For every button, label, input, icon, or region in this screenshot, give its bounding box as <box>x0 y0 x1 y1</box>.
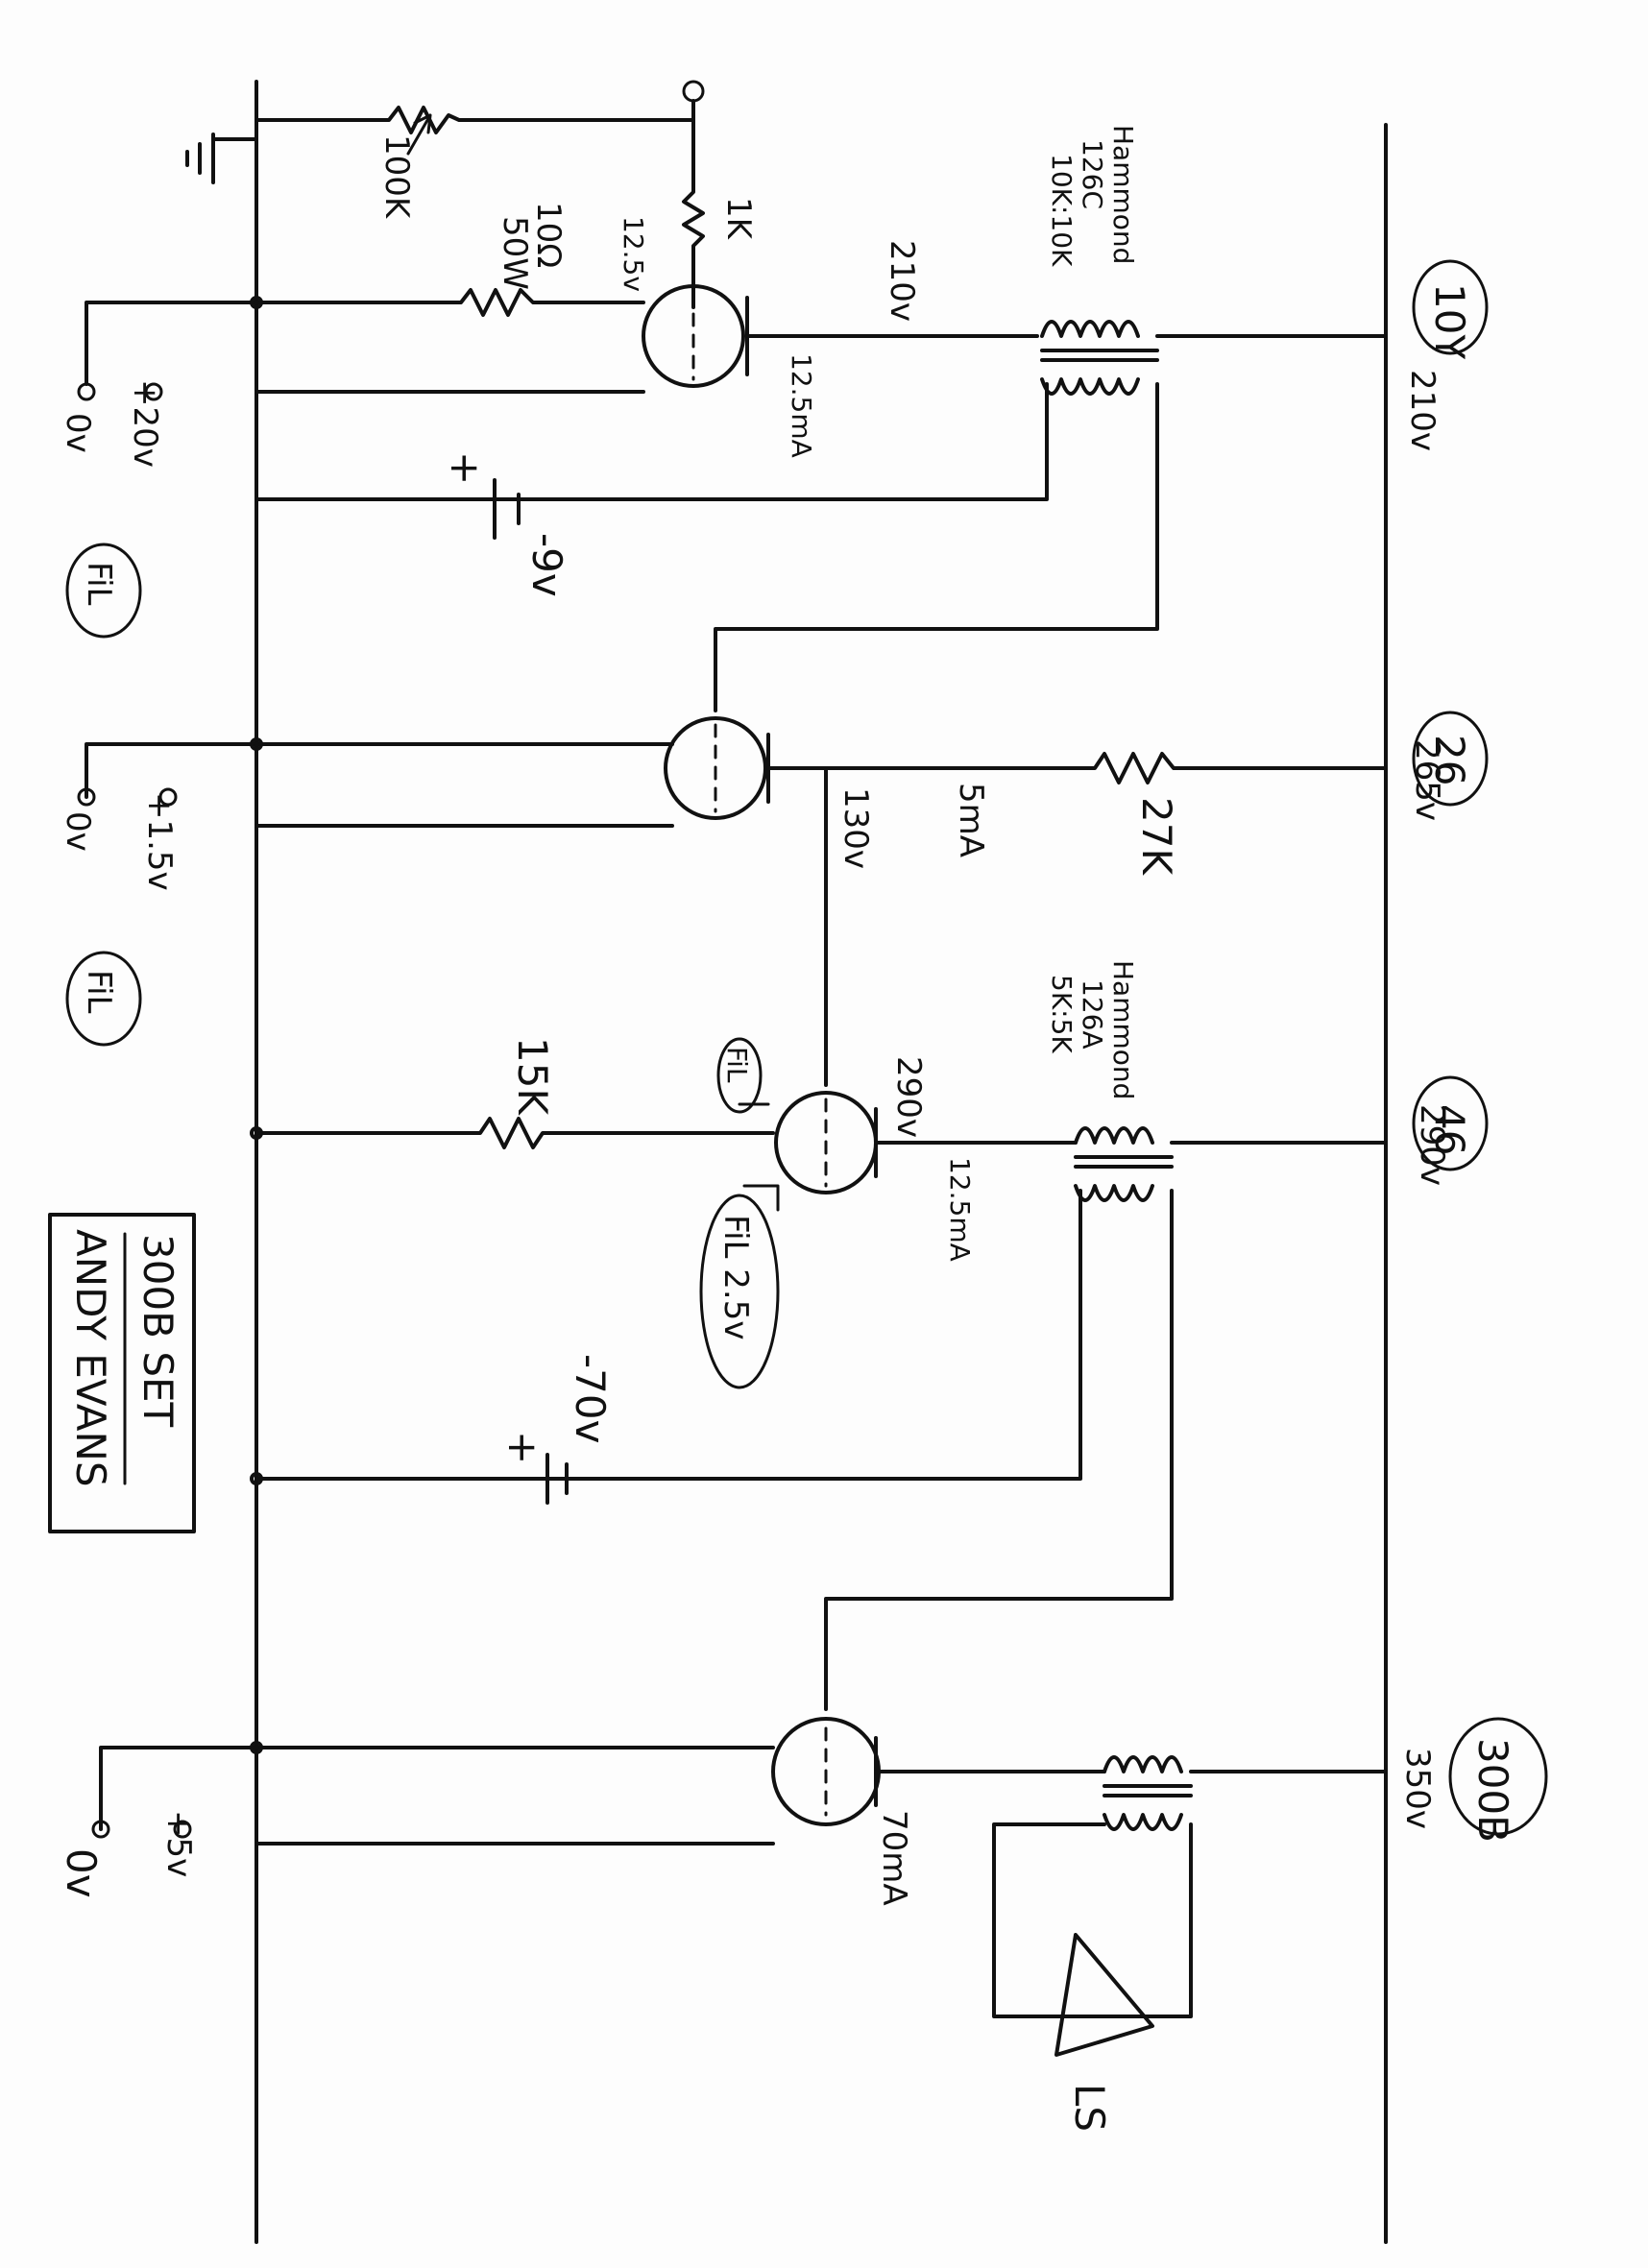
speaker-transformer-icon <box>1103 1755 1193 1831</box>
tube-10y-label: 10Y <box>1426 283 1473 359</box>
stage1-fil-label: FiL <box>80 562 118 606</box>
tube-300b-label: 300B <box>1469 1738 1516 1843</box>
transformer1-brand: Hammond <box>1107 125 1139 264</box>
stage2-fil-zero: 0v <box>59 811 97 852</box>
output-transformer-126a-icon <box>1074 1126 1174 1202</box>
cathode-resistor <box>85 288 645 386</box>
title-box <box>48 1213 196 1533</box>
bias-battery-icon <box>493 478 521 540</box>
tube-26-label: 26 <box>1426 735 1473 785</box>
volume-pot <box>254 99 695 134</box>
tube-26-icon <box>664 716 767 820</box>
tube-46-supply: 290v <box>1413 1104 1451 1186</box>
fil-label-circle-3 <box>716 1037 763 1114</box>
bias-battery-70v-icon <box>545 1453 569 1505</box>
pot-wiper-icon <box>406 113 432 156</box>
stage1-plate-current: 12.5mA <box>786 353 817 458</box>
battery2-plus: + <box>499 1431 546 1464</box>
loudspeaker-icon <box>1054 1933 1154 2057</box>
transformer1-model: 126C <box>1077 139 1108 209</box>
earth-ground-icon <box>185 133 258 184</box>
interstage-transformer-126c-icon <box>1040 320 1159 396</box>
transformer2-model: 126A <box>1077 979 1108 1050</box>
tube-10y-supply: 210v <box>1403 370 1442 451</box>
grid-stopper-value: 1K <box>719 197 758 241</box>
transformer1-ratio: 10K:10K <box>1046 154 1078 267</box>
battery1-plus: + <box>442 451 489 485</box>
transformer2-ratio: 5K:5K <box>1046 975 1078 1053</box>
transformer2-brand: Hammond <box>1107 960 1139 1099</box>
cathode-res-value: 10Ω <box>529 202 568 268</box>
stage3-fil-label-top: FiL <box>721 1047 753 1083</box>
stage2-fil-label: FiL <box>80 970 118 1014</box>
grid-stopper-resistor <box>682 118 705 309</box>
tube-label-10y-circle <box>1412 259 1489 355</box>
stage3-fil-label-bottom: FiL 2.5v <box>716 1215 755 1339</box>
title-line1: 300B SET <box>134 1234 182 1428</box>
tube-label-300b-circle <box>1448 1717 1548 1836</box>
stage3-plate-current: 12.5mA <box>944 1157 976 1262</box>
tube-label-46-circle <box>1412 1075 1489 1171</box>
grid-resistor-15k <box>254 1117 775 1149</box>
tube-label-26-circle <box>1412 711 1489 807</box>
stage3-plate-voltage: 290v <box>889 1056 928 1138</box>
tube-26-supply: 265v <box>1408 739 1446 821</box>
plate-res-27k: 27K <box>1133 797 1180 876</box>
title-line2: ANDY EVANS <box>67 1229 114 1487</box>
stage4-fil-plus: +5v <box>159 1810 198 1877</box>
bias-9v: -9v <box>523 533 570 597</box>
fil-label-circle-2 <box>65 951 142 1047</box>
grid-res-15k: 15K <box>509 1037 556 1116</box>
stage1-fil-zero: 0v <box>59 413 97 453</box>
stage4-fil-zero: 0v <box>58 1848 105 1898</box>
fil-label-circle-4 <box>699 1194 780 1389</box>
tube-300b-supply: 350v <box>1398 1748 1437 1829</box>
input-terminal <box>682 80 705 103</box>
stage1-fil-plus: +20v <box>126 379 164 468</box>
cathode-res-watt: 50W <box>496 216 534 290</box>
stage1-plate-voltage: 210v <box>883 240 921 322</box>
bias-70v: -70v <box>567 1354 614 1443</box>
stage2-fil-plus: +1.5v <box>140 792 179 891</box>
pot-value: 100K <box>377 134 416 220</box>
cathode-voltage: 12.5v <box>618 216 649 292</box>
speaker-label: LS <box>1066 2084 1113 2132</box>
plate-resistor-27k <box>766 752 1388 784</box>
tube-10y-icon <box>642 284 745 388</box>
fil-label-circle-1 <box>65 543 142 639</box>
stage2-plate-voltage: 130v <box>836 787 875 869</box>
stage2-plate-current: 5mA <box>952 783 990 857</box>
stage4-plate-current: 70mA <box>875 1810 913 1906</box>
tube-46-label: 46 <box>1426 1104 1473 1155</box>
